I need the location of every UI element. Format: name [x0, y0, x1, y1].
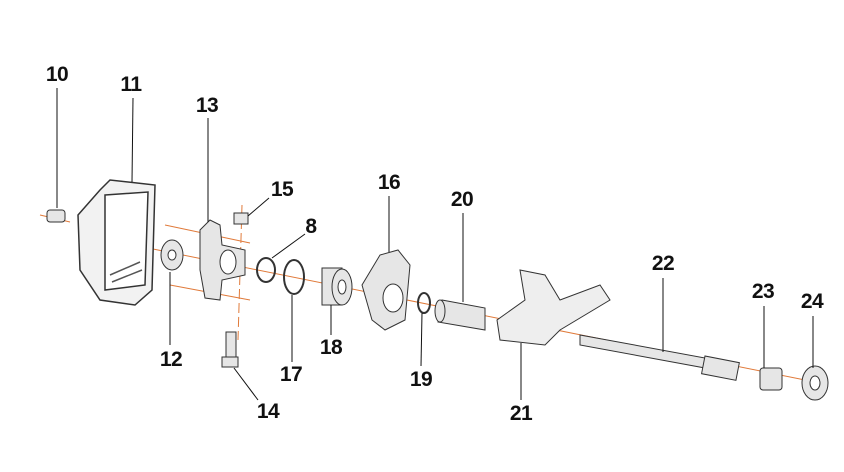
callout-18: 18 [319, 336, 343, 359]
callout-12: 12 [159, 348, 183, 371]
part-11-cover [77, 179, 156, 306]
part-16-flange [361, 249, 411, 331]
part-24-washer [801, 365, 829, 401]
part-22-shaft [579, 334, 740, 381]
part-15-nut [233, 212, 249, 225]
callout-16: 16 [377, 171, 401, 194]
part-14-bolt [221, 331, 239, 368]
callout-22: 22 [651, 252, 675, 275]
axis-line [237, 204, 243, 341]
part-13-lever [199, 219, 246, 301]
callout-19: 19 [409, 368, 433, 391]
callout-8: 8 [305, 215, 317, 238]
callout-14: 14 [256, 400, 280, 423]
part-8-spring [256, 257, 276, 283]
part-20-sleeve [434, 299, 486, 331]
callout-15: 15 [270, 178, 294, 201]
center-axes [39, 204, 821, 384]
callout-17: 17 [279, 363, 303, 386]
callout-24: 24 [800, 290, 824, 313]
part-19-washer [417, 292, 431, 314]
callout-23: 23 [751, 280, 775, 303]
part-10-plug [46, 209, 66, 223]
part-18-bearing [321, 267, 353, 306]
callout-21: 21 [509, 402, 533, 425]
part-21-arm [496, 269, 611, 346]
callout-13: 13 [195, 94, 219, 117]
leader-lines [56, 88, 814, 401]
part-12-bushing [160, 239, 184, 271]
part-17-circlip [283, 259, 305, 295]
callout-20: 20 [450, 188, 474, 211]
callout-11: 11 [120, 73, 142, 96]
callout-10: 10 [45, 63, 69, 86]
part-23-bushing [759, 367, 783, 391]
